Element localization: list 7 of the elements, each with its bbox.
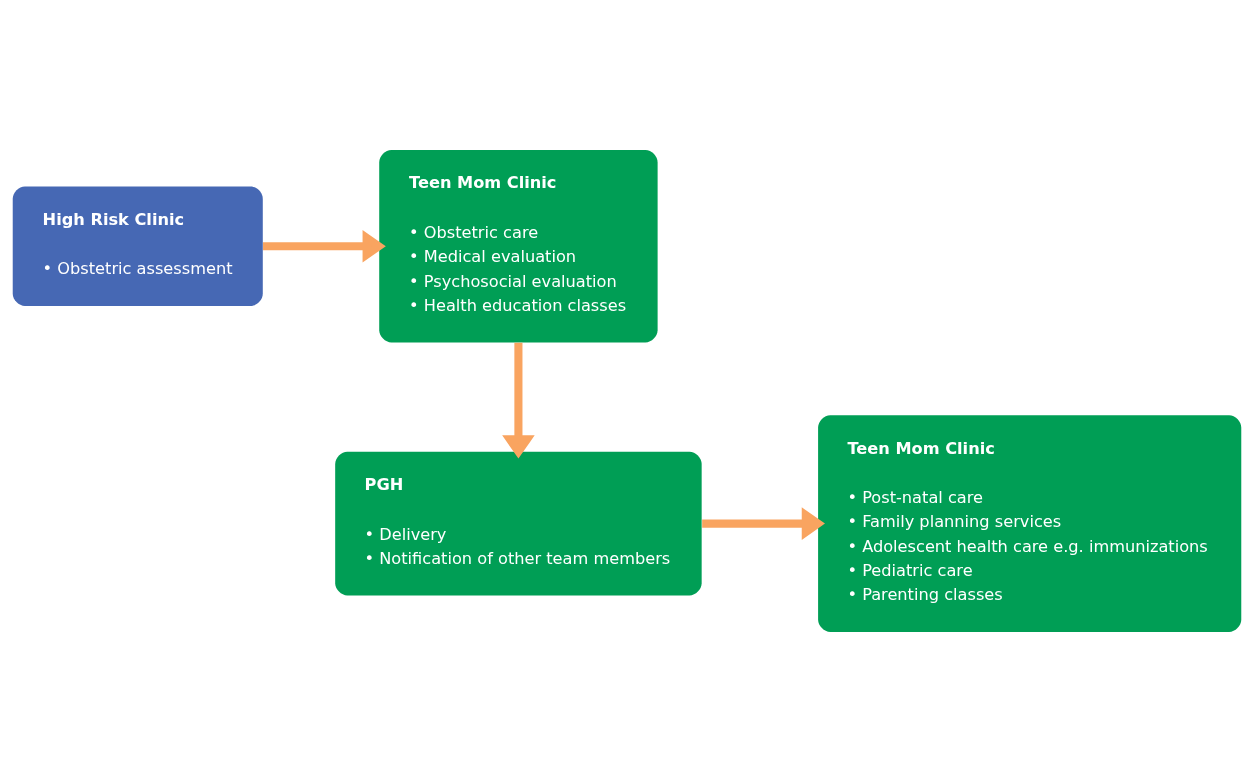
arrow bbox=[263, 229, 386, 263]
arrow bbox=[702, 507, 825, 540]
node-box: Teen Mom Clinic • Post-natal care • Family planning services • Adolescent health care e.g. immunizations • Pediatric care • Parenting classes bbox=[818, 415, 1242, 632]
node-box: Teen Mom Clinic • Obstetric care • Medical evaluation • Psychosocial evaluation • Health education classes bbox=[379, 150, 658, 343]
node-box: PGH • Delivery • Notification of other team members bbox=[335, 451, 702, 596]
node-box: High Risk Clinic • Obstetric assessment bbox=[12, 186, 263, 306]
arrow bbox=[502, 342, 535, 459]
